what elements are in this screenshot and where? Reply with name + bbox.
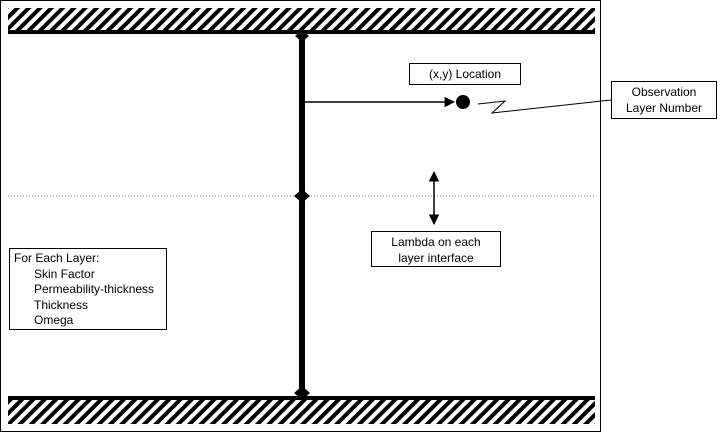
observation-pointer <box>477 99 612 114</box>
wellbore-top-diamond <box>295 30 309 42</box>
location-label-box: (x,y) Location <box>409 63 521 85</box>
wellbore-mid-diamond <box>294 189 310 203</box>
layer-property-item: Thickness <box>34 297 89 312</box>
observation-label-line1: Observation <box>631 85 697 99</box>
wellbore-bottom-diamond <box>294 386 310 400</box>
lambda-label-box: Lambda on each layer interface <box>371 231 501 267</box>
observation-label-box: Observation Layer Number <box>611 81 717 119</box>
layer-properties-box: For Each Layer: Skin Factor Permeability… <box>9 248 167 330</box>
lambda-label-line1: Lambda on each <box>391 235 481 249</box>
layer-property-item: Skin Factor <box>34 266 95 281</box>
layer-property-item: Permeability-thickness <box>34 282 155 297</box>
bottom-boundary-hatch <box>8 400 595 424</box>
lambda-label-line2: layer interface <box>398 251 474 265</box>
top-boundary-hatch <box>8 8 595 31</box>
layer-properties-heading: For Each Layer: <box>14 251 100 265</box>
location-label: (x,y) Location <box>428 67 502 81</box>
observation-point <box>456 95 470 109</box>
observation-label-line2: Layer Number <box>625 101 703 115</box>
layer-property-item: Omega <box>34 313 74 328</box>
